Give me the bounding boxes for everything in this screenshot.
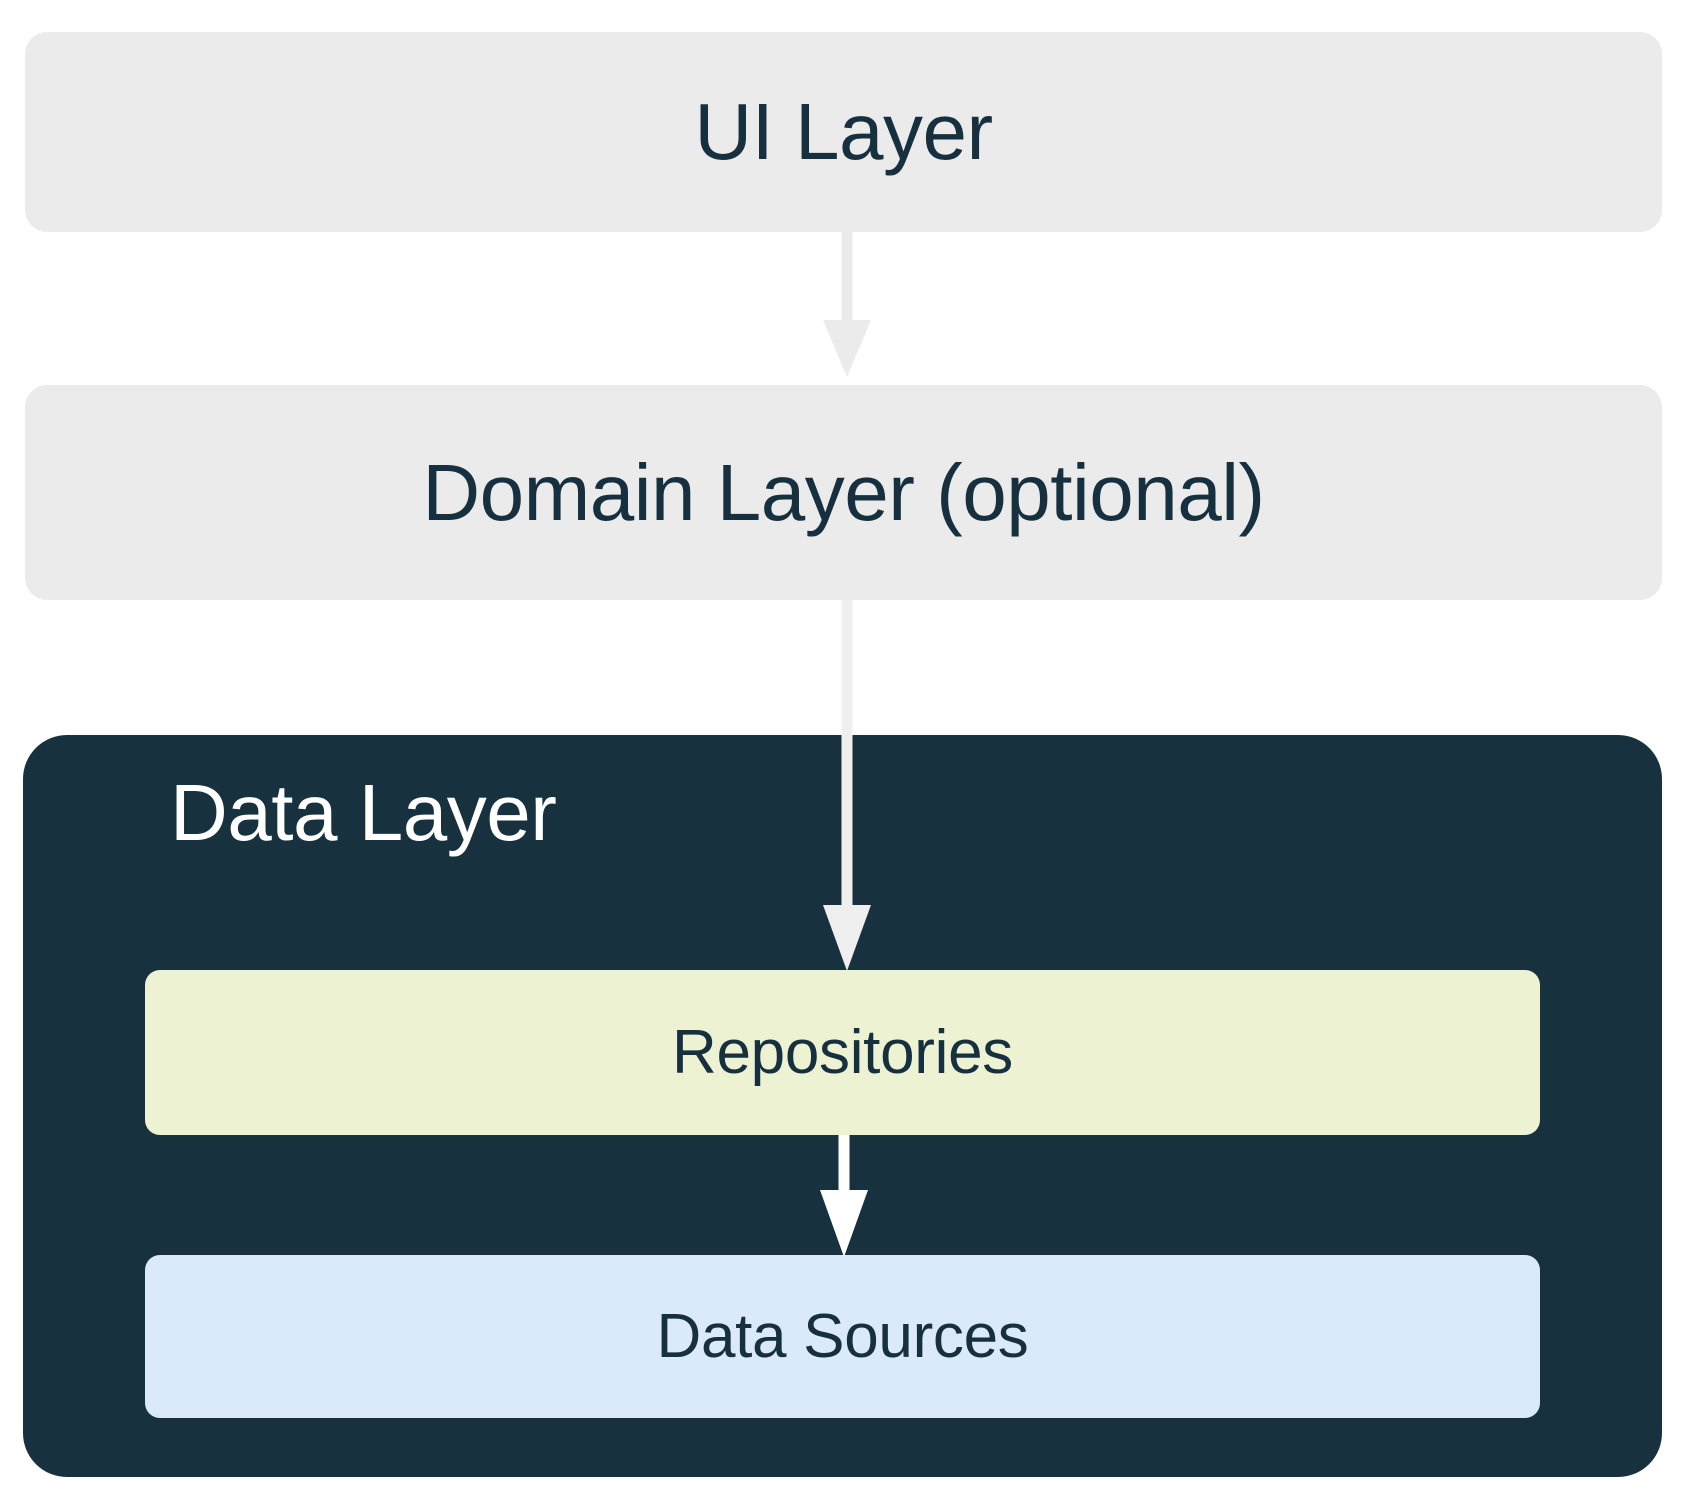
domain-layer-label: Domain Layer (optional) [422, 447, 1265, 537]
data-sources-box: Data Sources [145, 1255, 1540, 1418]
data-sources-label: Data Sources [656, 1301, 1029, 1371]
arrow-shaft [841, 232, 853, 322]
ui-layer-label: UI Layer [694, 87, 993, 176]
arrow-head [823, 320, 871, 377]
arrow-domain-to-repositories-icon [823, 600, 871, 972]
arrow-ui-to-domain-icon [823, 232, 871, 377]
data-layer-label: Data Layer [170, 768, 557, 857]
ui-layer-box: UI Layer [25, 32, 1662, 232]
arrow-shaft [838, 1135, 850, 1192]
arrow-head [823, 905, 871, 971]
repositories-label: Repositories [671, 1017, 1013, 1087]
arrow-head [820, 1190, 868, 1257]
domain-layer-box: Domain Layer (optional) [25, 385, 1662, 600]
arrow-repositories-to-data-sources-icon [820, 1135, 868, 1257]
repositories-box: Repositories [145, 970, 1540, 1135]
arrow-shaft [841, 600, 853, 907]
